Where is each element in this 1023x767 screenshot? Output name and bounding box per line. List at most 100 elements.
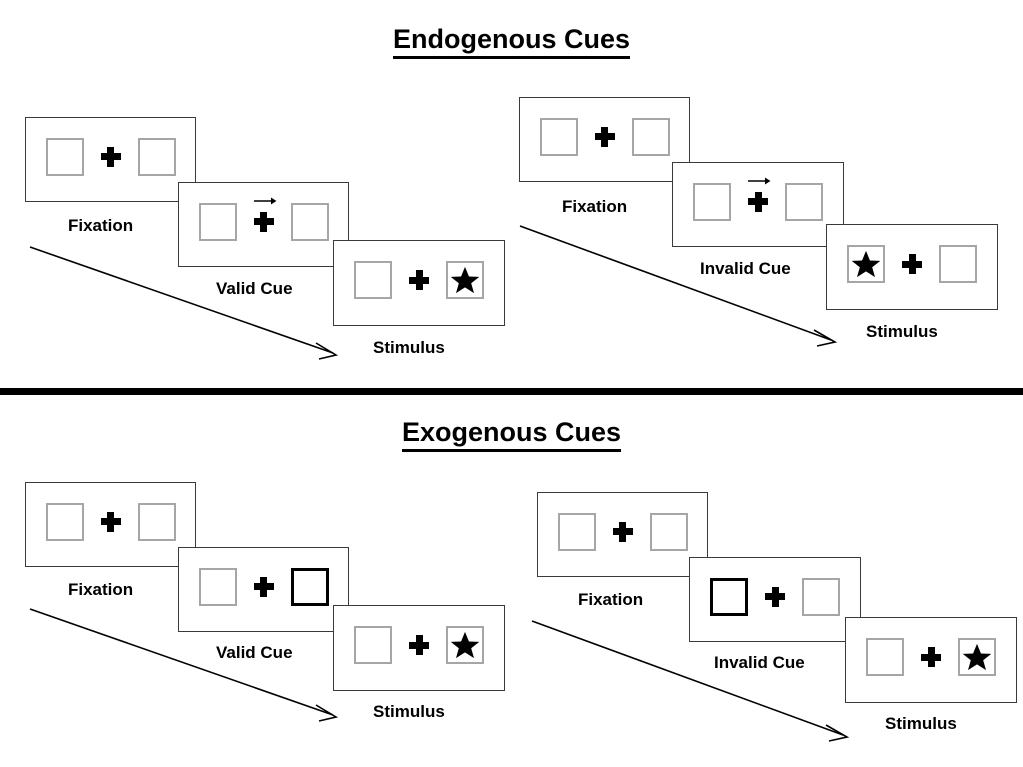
label-endogenous-valid-fixation: Fixation xyxy=(68,216,134,235)
stimulus-stage xyxy=(847,242,977,286)
panel-endogenous-valid-stimulus[interactable] xyxy=(333,240,505,326)
panel-inner xyxy=(26,118,195,201)
left-box-cued xyxy=(710,577,748,616)
panel-exogenous-invalid-fixation[interactable] xyxy=(537,492,708,577)
stimulus-stage xyxy=(45,135,176,179)
stimulus-stage xyxy=(354,623,484,667)
panel-exogenous-valid-fixation[interactable] xyxy=(25,482,196,567)
plus-icon xyxy=(409,270,429,290)
fixation-cross-wrap xyxy=(406,258,432,302)
right-box xyxy=(631,117,670,156)
plus-icon xyxy=(594,126,615,147)
label-exogenous-valid-fixation: Fixation xyxy=(68,580,134,599)
left-box xyxy=(693,182,731,221)
stimulus-stage xyxy=(693,177,823,224)
section-title-exogenous: Exogenous Cues xyxy=(0,417,1023,452)
label-exogenous-invalid-stimulus: Stimulus xyxy=(885,714,957,733)
exogenous-title-text: Exogenous Cues xyxy=(401,417,622,452)
right-box xyxy=(802,577,840,616)
right-box xyxy=(939,245,977,283)
stimulus-stage xyxy=(557,510,688,554)
label-endogenous-invalid-cue: Invalid Cue xyxy=(700,259,791,278)
left-box xyxy=(45,137,84,176)
label-exogenous-invalid-cue: Invalid Cue xyxy=(714,653,805,672)
time-flow-arrow-endogenous-valid xyxy=(29,246,339,360)
arrow-right-icon xyxy=(253,197,276,204)
right-box xyxy=(958,638,996,676)
right-box xyxy=(446,626,484,664)
label-endogenous-invalid-fixation: Fixation xyxy=(562,197,628,216)
panel-inner xyxy=(179,183,348,266)
left-box xyxy=(354,261,392,299)
fixation-cross-wrap xyxy=(610,510,636,554)
plus-icon xyxy=(921,647,941,667)
plus-icon xyxy=(902,254,922,274)
fixation-cross-wrap xyxy=(918,635,944,679)
left-box xyxy=(539,117,578,156)
plus-icon xyxy=(612,521,633,542)
fixation-cross-wrap xyxy=(762,575,788,619)
stimulus-stage xyxy=(539,115,670,159)
stimulus-stage xyxy=(198,565,329,609)
arrow-right-icon xyxy=(747,177,771,184)
right-box-cued xyxy=(290,567,329,606)
panel-inner xyxy=(538,493,707,576)
panel-endogenous-valid-cue[interactable] xyxy=(178,182,349,267)
label-exogenous-invalid-fixation: Fixation xyxy=(578,590,644,609)
fixation-cross-wrap xyxy=(745,177,771,224)
left-box xyxy=(354,626,392,664)
plus-icon xyxy=(765,586,785,607)
panel-exogenous-invalid-cue[interactable] xyxy=(689,557,861,642)
panel-inner xyxy=(334,606,504,690)
panel-exogenous-valid-stimulus[interactable] xyxy=(333,605,505,691)
right-box xyxy=(785,182,823,221)
section-divider xyxy=(0,388,1023,395)
panel-inner xyxy=(179,548,348,631)
panel-endogenous-invalid-stimulus[interactable] xyxy=(826,224,998,310)
fixation-cross-wrap xyxy=(251,197,277,244)
section-title-endogenous: Endogenous Cues xyxy=(0,24,1023,59)
left-box xyxy=(847,245,885,283)
stimulus-stage xyxy=(710,575,840,619)
right-box xyxy=(137,502,176,541)
fixation-cross-wrap xyxy=(251,565,277,609)
star-icon xyxy=(962,643,992,671)
label-endogenous-invalid-stimulus: Stimulus xyxy=(866,322,938,341)
star-icon xyxy=(450,631,480,659)
label-exogenous-valid-stimulus: Stimulus xyxy=(373,702,445,721)
panel-endogenous-invalid-cue[interactable] xyxy=(672,162,844,247)
label-exogenous-valid-cue: Valid Cue xyxy=(216,643,293,662)
plus-icon xyxy=(100,511,121,532)
plus-icon xyxy=(409,635,429,655)
panel-exogenous-invalid-stimulus[interactable] xyxy=(845,617,1017,703)
panel-endogenous-valid-fixation[interactable] xyxy=(25,117,196,202)
left-box xyxy=(198,202,237,241)
fixation-cross-wrap xyxy=(592,115,618,159)
star-icon xyxy=(450,266,480,294)
star-icon xyxy=(851,250,881,278)
time-flow-arrow-endogenous-invalid xyxy=(519,225,838,347)
right-box xyxy=(649,512,688,551)
plus-icon xyxy=(100,146,121,167)
left-box xyxy=(866,638,904,676)
time-flow-arrow-exogenous-valid xyxy=(29,608,339,722)
time-flow-arrow-exogenous-invalid xyxy=(531,620,850,742)
panel-inner xyxy=(334,241,504,325)
stimulus-stage xyxy=(45,500,176,544)
label-endogenous-valid-stimulus: Stimulus xyxy=(373,338,445,357)
panel-inner xyxy=(690,558,860,641)
panel-inner xyxy=(673,163,843,246)
panel-endogenous-invalid-fixation[interactable] xyxy=(519,97,690,182)
label-endogenous-valid-cue: Valid Cue xyxy=(216,279,293,298)
fixation-cross-wrap xyxy=(98,500,124,544)
fixation-cross-wrap xyxy=(406,623,432,667)
right-box xyxy=(446,261,484,299)
stimulus-stage xyxy=(198,197,329,244)
panel-inner xyxy=(846,618,1016,702)
stimulus-stage xyxy=(354,258,484,302)
panel-exogenous-valid-cue[interactable] xyxy=(178,547,349,632)
right-box xyxy=(290,202,329,241)
panel-inner xyxy=(827,225,997,309)
fixation-cross-wrap xyxy=(899,242,925,286)
plus-icon xyxy=(253,211,274,232)
